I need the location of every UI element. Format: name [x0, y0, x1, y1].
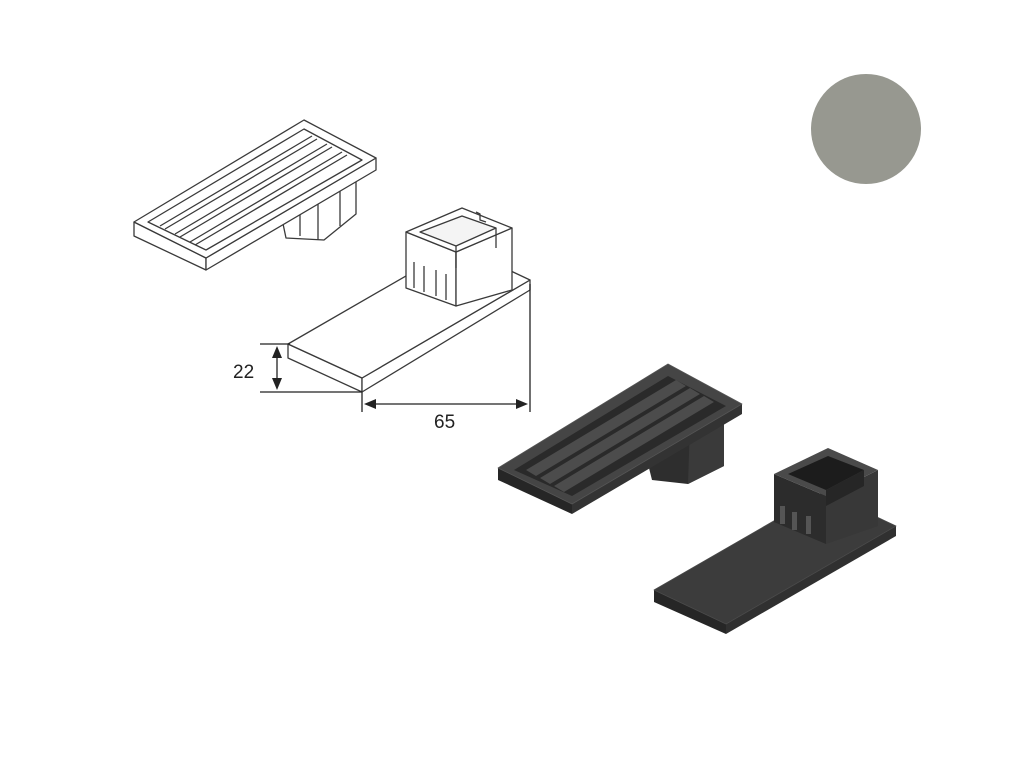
dimension-height: [260, 343, 362, 393]
dimension-length: [361, 284, 531, 412]
rendered-grooved-cap: [497, 363, 743, 514]
dimension-length-label: 65: [434, 412, 455, 433]
rendered-socket-plate: [653, 448, 897, 634]
dimension-height-label: 22: [233, 362, 254, 383]
line-drawing-grooved-cap: [133, 119, 377, 271]
color-swatch: [811, 74, 921, 184]
